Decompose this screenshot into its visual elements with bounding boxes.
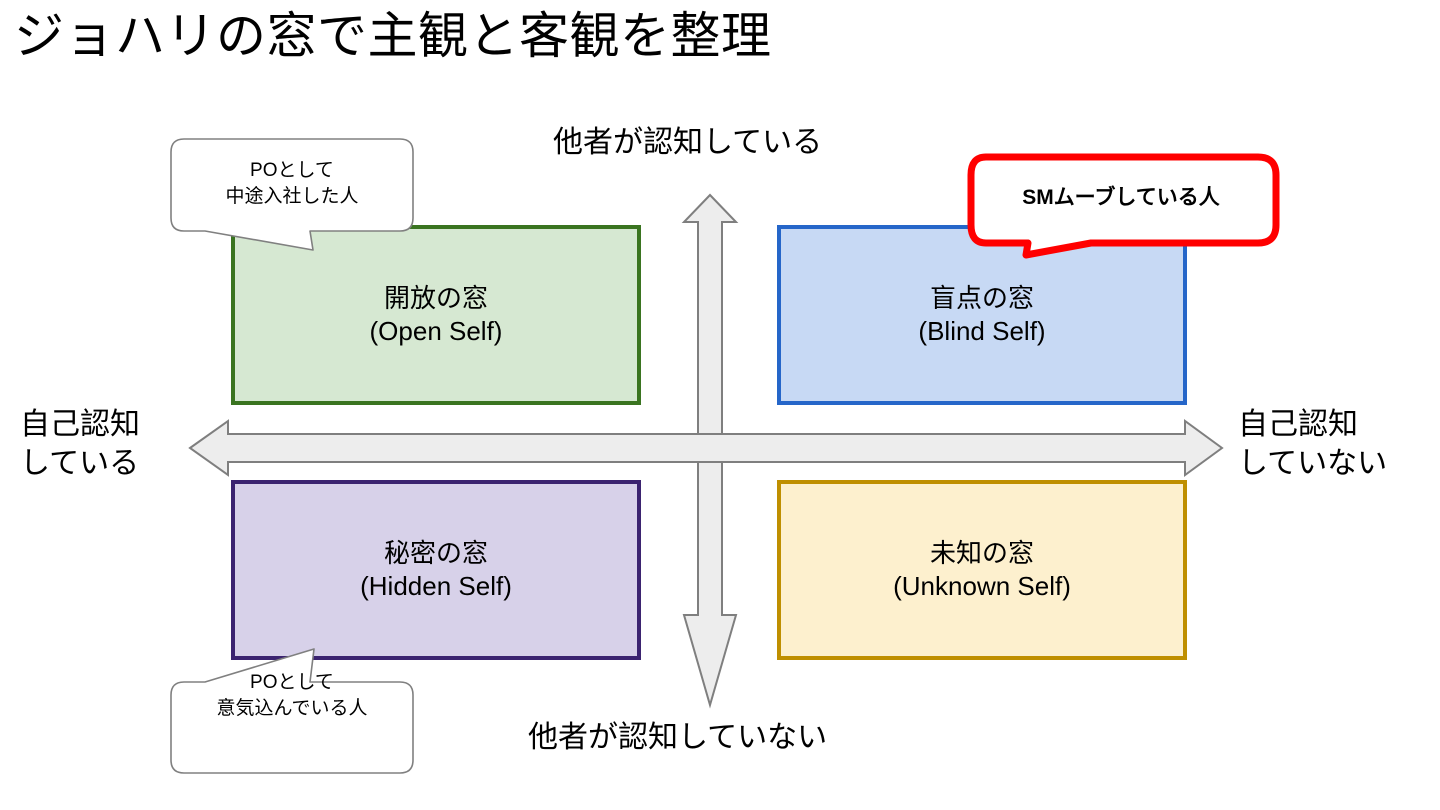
callout-line-2: 中途入社した人: [225, 185, 359, 207]
callout-po-motivated-text: POとして 意気込んでいる人: [170, 670, 414, 722]
quadrant-open-label-en: (Open Self): [369, 316, 503, 346]
axis-label-right-line1: 自己認知: [1238, 408, 1358, 441]
quadrant-open-self[interactable]: 開放の窓 (Open Self): [231, 225, 641, 405]
callout-line-1: POとして: [250, 672, 334, 693]
quadrant-unknown-label-en: (Unknown Self): [893, 571, 1071, 601]
quadrant-hidden-label-en: (Hidden Self): [360, 571, 512, 601]
callout-bubble-shape: [170, 648, 414, 774]
quadrant-blind-self[interactable]: 盲点の窓 (Blind Self): [777, 225, 1187, 405]
quadrant-blind-label-en: (Blind Self): [918, 316, 1046, 346]
horizontal-axis-arrow: [188, 419, 1224, 477]
quadrant-blind-label-jp: 盲点の窓: [929, 282, 1034, 313]
quadrant-unknown-self[interactable]: 未知の窓 (Unknown Self): [777, 480, 1187, 660]
callout-line-1: SMムーブしている人: [1022, 186, 1220, 209]
axis-label-left-line2: している: [20, 447, 140, 480]
quadrant-open-label-jp: 開放の窓: [383, 282, 488, 313]
axis-label-left: 自己認知 している: [20, 405, 140, 483]
page-title: ジョハリの窓で主観と客観を整理: [14, 8, 772, 64]
quadrant-hidden-self[interactable]: 秘密の窓 (Hidden Self): [231, 480, 641, 660]
callout-po-mid-career-text: POとして 中途入社した人: [170, 158, 414, 210]
axis-label-right-line2: していない: [1238, 447, 1388, 480]
callout-po-motivated[interactable]: POとして 意気込んでいる人: [170, 648, 430, 774]
axis-label-right: 自己認知 していない: [1238, 405, 1387, 483]
axis-label-left-line1: 自己認知: [20, 408, 140, 441]
axis-label-bottom: 他者が認知していない: [528, 721, 828, 754]
callout-line-1: POとして: [250, 160, 334, 181]
vertical-axis-arrow: [681, 193, 739, 709]
axis-label-top: 他者が認知している: [553, 126, 823, 159]
quadrant-unknown-label-jp: 未知の窓: [929, 537, 1034, 568]
callout-line-2: 意気込んでいる人: [216, 697, 368, 719]
quadrant-hidden-label-jp: 秘密の窓: [383, 537, 488, 568]
callout-sm-move-text: SMムーブしている人: [966, 184, 1276, 211]
